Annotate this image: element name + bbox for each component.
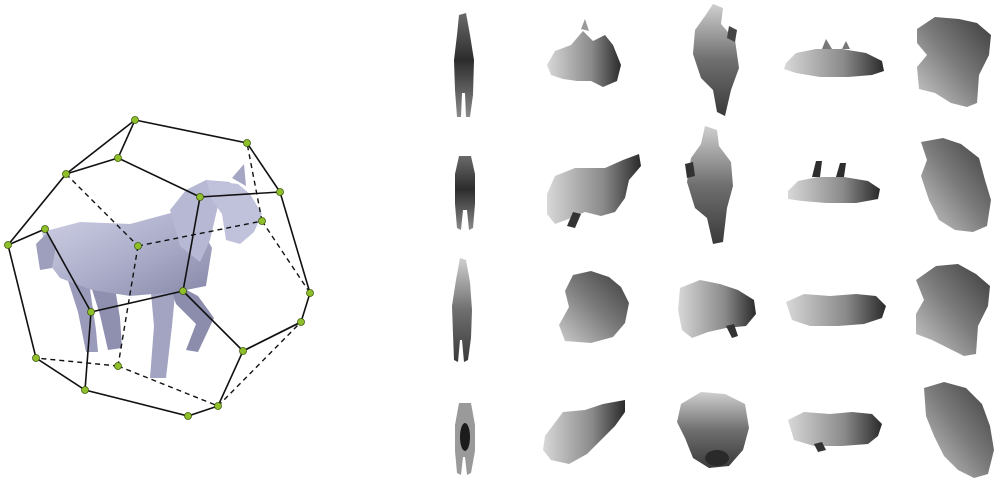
viewpoint-vertex (63, 171, 70, 178)
depth-view-r3-c2 (559, 271, 629, 343)
viewpoint-vertex (115, 155, 122, 162)
depth-view-r4-c5 (924, 382, 994, 478)
depth-view-r1-c2 (547, 19, 621, 87)
depth-view-r4-c1 (455, 403, 475, 475)
depth-view-r1-c3 (693, 4, 739, 116)
depth-view-r1-c4 (784, 39, 884, 77)
viewpoint-vertex (307, 290, 314, 297)
depth-view-r1-c5 (917, 17, 991, 107)
depth-view-r2-c2 (547, 154, 641, 228)
viewpoint-vertex (298, 319, 305, 326)
viewpoint-vertex (115, 363, 122, 370)
viewpoint-vertex (244, 140, 251, 147)
viewpoint-vertex (185, 413, 192, 420)
viewpoint-vertex (5, 242, 12, 249)
viewpoint-vertex (197, 194, 204, 201)
viewpoint-vertex (240, 348, 247, 355)
depth-view-r1-c1 (454, 13, 474, 117)
viewpoint-vertex (259, 218, 266, 225)
depth-view-r3-c4 (786, 294, 886, 326)
depth-view-r3-c1 (452, 258, 472, 362)
horse-3d-model (36, 164, 262, 378)
viewpoint-vertex (42, 226, 49, 233)
viewpoint-vertex (33, 355, 40, 362)
depth-view-r2-c5 (921, 138, 991, 232)
viewpoint-vertex (88, 309, 95, 316)
depth-image-grid (452, 4, 994, 478)
viewpoint-vertex (135, 243, 142, 250)
depth-view-r2-c4 (788, 161, 880, 203)
depth-view-r3-c3 (678, 280, 756, 338)
viewpoint-vertex (132, 117, 139, 124)
depth-view-r4-c4 (788, 412, 882, 452)
viewpoint-vertex (180, 288, 187, 295)
horse-model-figure (5, 117, 314, 420)
viewpoint-vertex (277, 189, 284, 196)
depth-view-r3-c5 (916, 264, 990, 356)
viewpoint-vertex (215, 403, 222, 410)
viewpoint-vertex (82, 387, 89, 394)
depth-view-r2-c3 (685, 126, 733, 244)
depth-view-r4-c2 (543, 400, 625, 464)
depth-view-r2-c1 (455, 156, 475, 230)
depth-view-r4-c3 (677, 392, 749, 468)
